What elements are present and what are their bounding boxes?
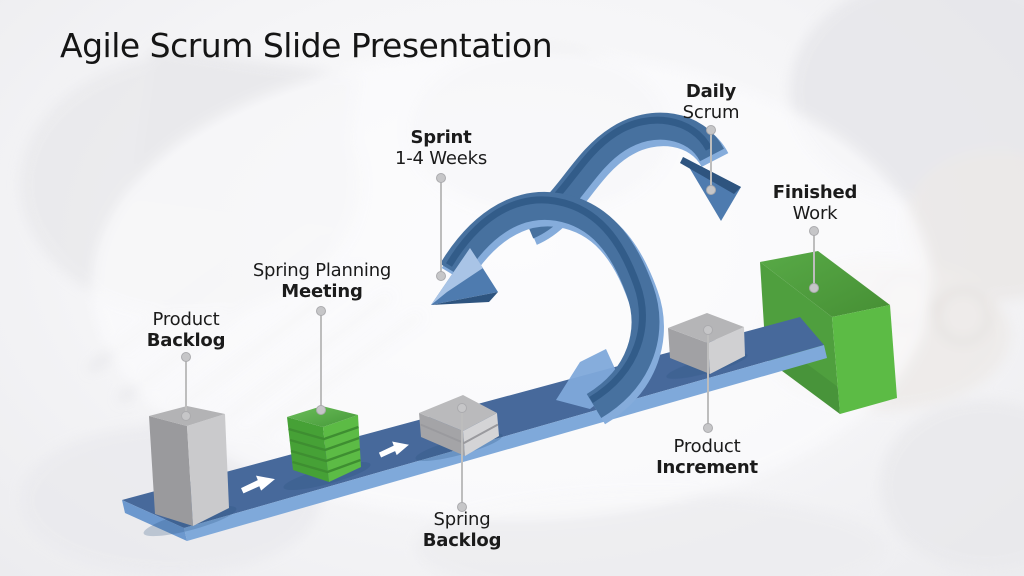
label-sprint: Sprint 1-4 Weeks <box>331 127 551 169</box>
stack-right-face <box>323 415 361 482</box>
leader-product-increment <box>703 325 713 433</box>
stack-slab-lines <box>288 425 361 474</box>
label-line: Spring Planning <box>252 260 392 281</box>
label-product-backlog: Product Backlog <box>76 309 296 351</box>
label-finished-work: Finished Work <box>705 182 925 224</box>
leader-spring-backlog <box>457 403 467 512</box>
label-line: Sprint <box>410 127 472 148</box>
box-right-face <box>708 327 745 374</box>
label-line: Backlog <box>422 530 502 551</box>
leader-finished-work <box>809 226 819 293</box>
label-line: Scrum <box>682 102 740 123</box>
label-line: Increment <box>656 457 758 478</box>
finished-work-top-face <box>760 251 890 317</box>
leader-daily-scrum <box>706 125 716 195</box>
label-daily-scrum: Daily Scrum <box>601 81 821 123</box>
product-backlog-box <box>149 406 229 526</box>
stack-top-face <box>287 406 358 427</box>
leader-lines <box>181 125 819 512</box>
box-left-face <box>149 416 193 526</box>
spring-backlog-box <box>419 395 499 456</box>
leader-sprint-planning <box>316 306 326 415</box>
box-top-face <box>419 395 497 431</box>
label-line: Finished <box>772 182 858 203</box>
label-line: Product <box>152 309 220 330</box>
leader-sprint <box>436 173 446 281</box>
sprint-loop-arrow <box>431 191 664 425</box>
label-line: Backlog <box>146 330 226 351</box>
planning-meeting-stack <box>287 406 361 482</box>
label-line: Spring <box>433 509 491 530</box>
label-spring-backlog: Spring Backlog <box>352 509 572 551</box>
ramp-left-cap <box>122 500 187 541</box>
leader-product-backlog <box>181 352 191 421</box>
sprint-arrowhead-top-face <box>431 248 483 305</box>
label-line: Product <box>673 436 741 457</box>
ramp-front-edge <box>184 345 827 541</box>
label-line: Daily <box>685 81 737 102</box>
stack-left-face <box>287 417 329 482</box>
slide-title: Agile Scrum Slide Presentation <box>60 26 553 65</box>
label-product-increment: Product Increment <box>597 436 817 478</box>
label-sprint-planning-meeting: Spring Planning Meeting <box>212 260 432 302</box>
label-line: Meeting <box>281 281 363 302</box>
sprint-arrowhead-edge <box>431 292 498 305</box>
box-left-face <box>668 328 710 374</box>
label-line: 1-4 Weeks <box>394 148 487 169</box>
label-line: Work <box>792 203 838 224</box>
box-right-face <box>187 414 229 526</box>
box-slab-line <box>420 423 499 445</box>
finished-work-right-face <box>832 305 897 414</box>
